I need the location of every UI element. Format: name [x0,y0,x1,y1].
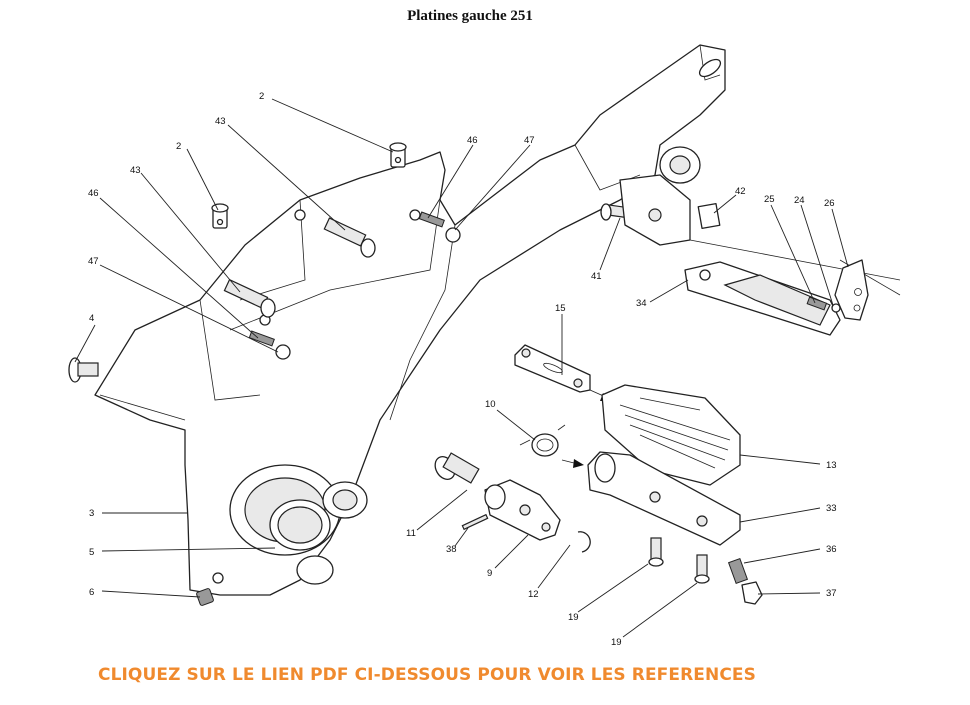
part-15-plate [514,344,591,393]
callout-11: 11 [406,528,416,539]
callout-9: 9 [487,568,492,579]
callout-2-upper: 2 [259,91,264,102]
callout-46-upper: 46 [467,135,478,146]
callout-24: 24 [794,195,805,206]
callout-15: 15 [555,303,566,314]
part-26-plate [834,259,869,321]
callout-4: 4 [89,313,94,324]
part-36-spring [727,557,749,585]
callout-47-upper: 47 [524,135,535,146]
part-2-stud-upper [389,142,407,168]
callout-13: 13 [826,460,837,471]
callout-25: 25 [764,194,775,205]
part-11-pin [434,452,480,484]
callout-43-lower: 43 [130,165,141,176]
pdf-link-notice[interactable]: CLIQUEZ SUR LE LIEN PDF CI-DESSOUS POUR … [98,665,756,685]
part-19-screw-b [694,554,710,584]
part-37-cap [741,581,763,605]
part-4-bolt [68,357,99,383]
callout-42: 42 [735,186,746,197]
callout-34: 34 [636,298,647,309]
part-33-footpeg-base [587,451,741,546]
part-46-screw-lower [248,330,275,347]
callout-3: 3 [89,508,94,519]
part-47-cap-upper [445,227,461,243]
part-46-screw-upper [418,211,445,228]
part-47-cap-lower [275,344,291,360]
part-34-rear-footpeg [684,261,841,336]
callout-37: 37 [826,588,837,599]
callout-33: 33 [826,503,837,514]
part-38-pin [461,513,489,531]
callout-47-lower: 47 [88,256,99,267]
part-6-plug [196,588,214,606]
callout-19-a: 19 [568,612,579,623]
part-13-footpeg-rubber [601,384,741,486]
callout-36: 36 [826,544,837,555]
callout-43-upper: 43 [215,116,226,127]
part-2-stud-lower [211,203,229,229]
callout-41: 41 [591,271,602,282]
part-12-circlip [577,531,591,553]
diagram-title: Platines gauche 251 [407,8,533,24]
leader-lines [74,98,849,638]
callout-6: 6 [89,587,94,598]
callout-labels: 2 43 2 43 46 47 46 47 4 3 5 6 42 25 24 2… [88,91,837,648]
callout-5: 5 [89,547,94,558]
left-plate-bracket [94,44,726,596]
callout-2-lower: 2 [176,141,181,152]
callout-46-lower: 46 [88,188,99,199]
callout-12: 12 [528,589,539,600]
callout-10: 10 [485,399,496,410]
part-10-spring [519,424,566,457]
part-43-bolt-upper [323,217,376,258]
part-19-screw-a [648,537,664,567]
part-42-clip [697,202,721,230]
part-9-bracket [484,479,561,541]
rear-footrest-bracket [619,174,691,246]
callout-26: 26 [824,198,835,209]
callout-38: 38 [446,544,457,555]
part-25-spring [806,296,828,311]
part-5-plug [269,499,331,551]
callout-19-b: 19 [611,637,622,648]
